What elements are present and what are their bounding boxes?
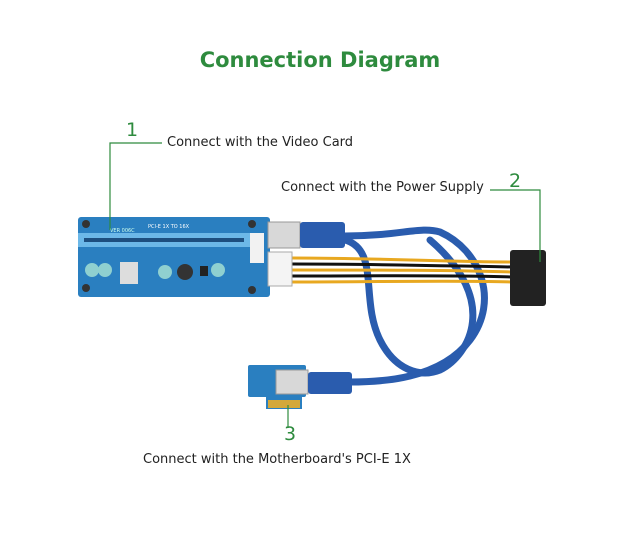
usb-port [267, 221, 301, 249]
riser-board: VER 006C PCI-E 1X TO 16X [78, 217, 270, 297]
board-version-text: VER 006C [110, 228, 135, 234]
callout-label-2: Connect with the Power Supply [281, 180, 484, 195]
callout-number-3: 3 [284, 423, 297, 445]
usb-plug-top [300, 222, 345, 248]
callout-number-2: 2 [509, 170, 522, 192]
callout-label-1: Connect with the Video Card [167, 135, 354, 150]
callout-label-3: Connect with the Motherboard's PCI-E 1X [143, 452, 411, 467]
board-model-text: PCI-E 1X TO 16X [148, 224, 190, 230]
usb-cable [341, 226, 488, 386]
callout-number-1: 1 [126, 119, 139, 141]
power-wires [291, 256, 513, 284]
power-connector-6pin [267, 251, 293, 287]
pcie-x1-card [248, 365, 352, 409]
diagram-title: Connection Diagram [199, 48, 441, 72]
callout-lines [109, 142, 541, 428]
sata-power-connector [510, 250, 546, 306]
